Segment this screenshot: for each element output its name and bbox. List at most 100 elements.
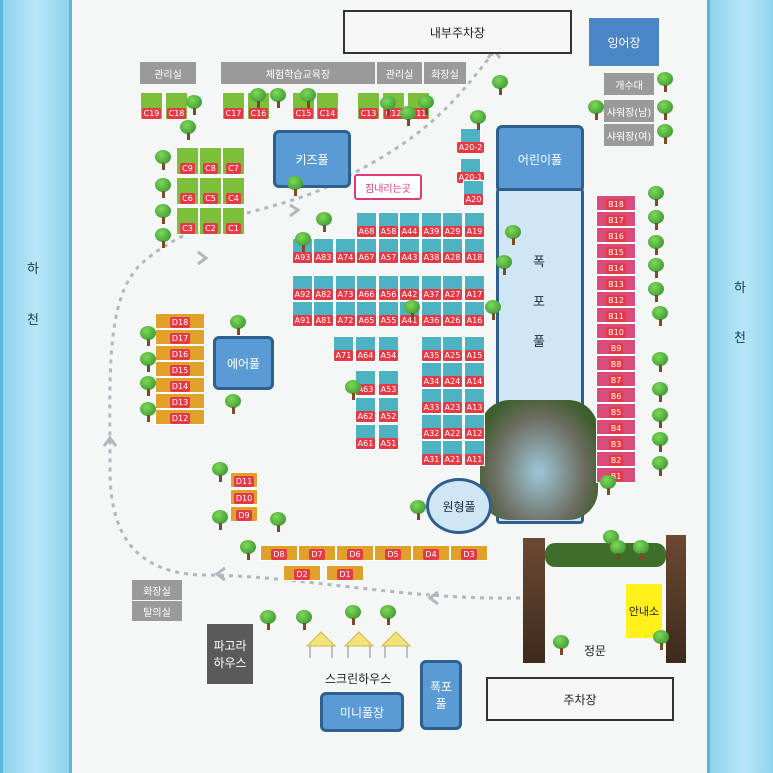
campsite-a26[interactable]: A26 bbox=[442, 301, 463, 327]
campsite-d1[interactable]: D1 bbox=[326, 565, 364, 581]
campsite-a82[interactable]: A82 bbox=[313, 275, 334, 301]
campsite-d2[interactable]: D2 bbox=[283, 565, 321, 581]
campsite-a73[interactable]: A73 bbox=[335, 275, 356, 301]
campsite-a23[interactable]: A23 bbox=[442, 388, 463, 414]
campsite-d15[interactable]: D15 bbox=[155, 361, 205, 377]
campsite-a28[interactable]: A28 bbox=[442, 238, 463, 264]
campsite-a74[interactable]: A74 bbox=[335, 238, 356, 264]
campsite-c6[interactable]: C6 bbox=[176, 177, 199, 205]
campsite-c17[interactable]: C17 bbox=[222, 92, 245, 120]
campsite-b2[interactable]: B2 bbox=[596, 451, 636, 467]
campsite-a25[interactable]: A25 bbox=[442, 336, 463, 362]
campsite-d16[interactable]: D16 bbox=[155, 345, 205, 361]
campsite-c7[interactable]: C7 bbox=[222, 147, 245, 175]
campsite-a42[interactable]: A42 bbox=[399, 275, 420, 301]
campsite-a24[interactable]: A24 bbox=[442, 362, 463, 388]
campsite-b18[interactable]: B18 bbox=[596, 195, 636, 211]
campsite-a52[interactable]: A52 bbox=[378, 397, 399, 423]
campsite-d5[interactable]: D5 bbox=[374, 545, 412, 561]
campsite-d9[interactable]: D9 bbox=[230, 506, 258, 522]
campsite-b14[interactable]: B14 bbox=[596, 259, 636, 275]
campsite-a44[interactable]: A44 bbox=[399, 212, 420, 238]
campsite-b4[interactable]: B4 bbox=[596, 419, 636, 435]
campsite-a57[interactable]: A57 bbox=[378, 238, 399, 264]
campsite-a11[interactable]: A11 bbox=[464, 440, 485, 466]
campsite-a16[interactable]: A16 bbox=[464, 301, 485, 327]
campsite-a36[interactable]: A36 bbox=[421, 301, 442, 327]
campsite-a21[interactable]: A21 bbox=[442, 440, 463, 466]
campsite-a31[interactable]: A31 bbox=[421, 440, 442, 466]
campsite-a22[interactable]: A22 bbox=[442, 414, 463, 440]
campsite-c19[interactable]: C19 bbox=[140, 92, 163, 120]
campsite-b11[interactable]: B11 bbox=[596, 307, 636, 323]
campsite-d12[interactable]: D12 bbox=[155, 409, 205, 425]
campsite-a83[interactable]: A83 bbox=[313, 238, 334, 264]
campsite-b10[interactable]: B10 bbox=[596, 323, 636, 339]
campsite-c9[interactable]: C9 bbox=[176, 147, 199, 175]
campsite-a65[interactable]: A65 bbox=[356, 301, 377, 327]
campsite-d4[interactable]: D4 bbox=[412, 545, 450, 561]
campsite-a19[interactable]: A19 bbox=[464, 212, 485, 238]
campsite-c13[interactable]: C13 bbox=[357, 92, 380, 120]
campsite-a71[interactable]: A71 bbox=[333, 336, 354, 362]
campsite-b15[interactable]: B15 bbox=[596, 243, 636, 259]
campsite-a12[interactable]: A12 bbox=[464, 414, 485, 440]
campsite-a15[interactable]: A15 bbox=[464, 336, 485, 362]
campsite-a64[interactable]: A64 bbox=[355, 336, 376, 362]
campsite-b3[interactable]: B3 bbox=[596, 435, 636, 451]
campsite-c3[interactable]: C3 bbox=[176, 207, 199, 235]
campsite-b17[interactable]: B17 bbox=[596, 211, 636, 227]
campsite-d10[interactable]: D10 bbox=[230, 489, 258, 505]
campsite-a14[interactable]: A14 bbox=[464, 362, 485, 388]
campsite-b12[interactable]: B12 bbox=[596, 291, 636, 307]
campsite-a32[interactable]: A32 bbox=[421, 414, 442, 440]
campsite-d14[interactable]: D14 bbox=[155, 377, 205, 393]
campsite-c14[interactable]: C14 bbox=[316, 92, 339, 120]
campsite-a66[interactable]: A66 bbox=[356, 275, 377, 301]
campsite-a68[interactable]: A68 bbox=[356, 212, 377, 238]
campsite-b13[interactable]: B13 bbox=[596, 275, 636, 291]
campsite-a27[interactable]: A27 bbox=[442, 275, 463, 301]
campsite-a51[interactable]: A51 bbox=[378, 424, 399, 450]
campsite-a81[interactable]: A81 bbox=[313, 301, 334, 327]
campsite-a62[interactable]: A62 bbox=[355, 397, 376, 423]
campsite-a67[interactable]: A67 bbox=[356, 238, 377, 264]
campsite-a37[interactable]: A37 bbox=[421, 275, 442, 301]
campsite-d13[interactable]: D13 bbox=[155, 393, 205, 409]
campsite-a13[interactable]: A13 bbox=[464, 388, 485, 414]
campsite-a38[interactable]: A38 bbox=[421, 238, 442, 264]
campsite-d6[interactable]: D6 bbox=[336, 545, 374, 561]
campsite-a20[interactable]: A20 bbox=[463, 180, 484, 206]
campsite-b8[interactable]: B8 bbox=[596, 355, 636, 371]
campsite-a53[interactable]: A53 bbox=[378, 370, 399, 396]
campsite-b16[interactable]: B16 bbox=[596, 227, 636, 243]
campsite-a18[interactable]: A18 bbox=[464, 238, 485, 264]
campsite-a34[interactable]: A34 bbox=[421, 362, 442, 388]
campsite-c8[interactable]: C8 bbox=[199, 147, 222, 175]
campsite-a17[interactable]: A17 bbox=[464, 275, 485, 301]
campsite-d8[interactable]: D8 bbox=[260, 545, 298, 561]
campsite-d7[interactable]: D7 bbox=[298, 545, 336, 561]
campsite-a35[interactable]: A35 bbox=[421, 336, 442, 362]
campsite-a61[interactable]: A61 bbox=[355, 424, 376, 450]
campsite-a29[interactable]: A29 bbox=[442, 212, 463, 238]
campsite-c4[interactable]: C4 bbox=[222, 177, 245, 205]
campsite-b6[interactable]: B6 bbox=[596, 387, 636, 403]
campsite-a92[interactable]: A92 bbox=[292, 275, 313, 301]
campsite-c1[interactable]: C1 bbox=[222, 207, 245, 235]
campsite-c2[interactable]: C2 bbox=[199, 207, 222, 235]
campsite-d3[interactable]: D3 bbox=[450, 545, 488, 561]
campsite-d17[interactable]: D17 bbox=[155, 329, 205, 345]
campsite-a56[interactable]: A56 bbox=[378, 275, 399, 301]
campsite-a58[interactable]: A58 bbox=[378, 212, 399, 238]
campsite-b9[interactable]: B9 bbox=[596, 339, 636, 355]
campsite-b7[interactable]: B7 bbox=[596, 371, 636, 387]
campsite-a72[interactable]: A72 bbox=[335, 301, 356, 327]
campsite-a33[interactable]: A33 bbox=[421, 388, 442, 414]
campsite-a43[interactable]: A43 bbox=[399, 238, 420, 264]
campsite-a20-2[interactable]: A20-2 bbox=[456, 128, 485, 154]
campsite-a91[interactable]: A91 bbox=[292, 301, 313, 327]
campsite-c18[interactable]: C18 bbox=[165, 92, 188, 120]
campsite-c5[interactable]: C5 bbox=[199, 177, 222, 205]
campsite-a54[interactable]: A54 bbox=[378, 336, 399, 362]
